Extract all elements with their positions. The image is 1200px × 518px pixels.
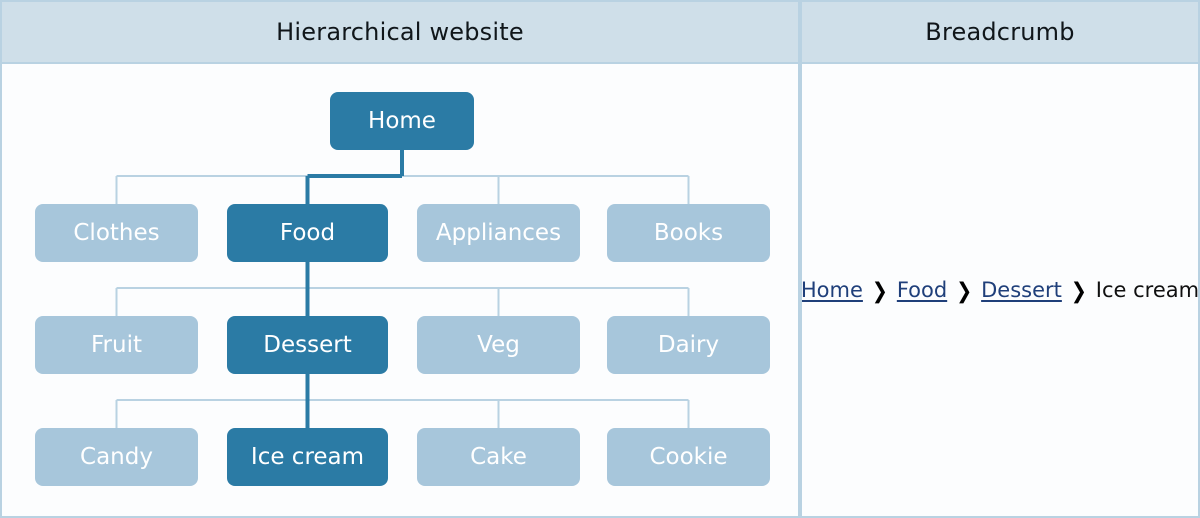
tree-node-dessert[interactable]: Dessert	[227, 316, 388, 374]
breadcrumb-separator-icon: ❯	[956, 278, 973, 304]
tree-node-label: Food	[279, 219, 336, 246]
tree-node-label: Ice cream	[250, 443, 365, 470]
breadcrumb-separator-icon: ❯	[1070, 278, 1087, 304]
tree-node-label: Cake	[470, 443, 527, 470]
tree-node-food[interactable]: Food	[227, 204, 388, 262]
tree-node-label: Dessert	[263, 331, 352, 358]
breadcrumb-panel: Breadcrumb Home ❯ Food ❯ Dessert ❯ Ice cream	[800, 0, 1200, 518]
tree-node-clothes[interactable]: Clothes	[35, 204, 198, 262]
tree-node-label: Books	[653, 219, 724, 246]
tree-node-label: Veg	[477, 331, 520, 358]
breadcrumb-item-food[interactable]: Food	[896, 278, 948, 302]
breadcrumb-item-ice-cream: Ice cream	[1095, 278, 1198, 302]
breadcrumb-item-home[interactable]: Home	[802, 278, 863, 302]
breadcrumb-item-dessert[interactable]: Dessert	[981, 278, 1062, 302]
tree-node-ice-cream[interactable]: Ice cream	[227, 428, 388, 486]
tree-node-candy[interactable]: Candy	[35, 428, 198, 486]
tree-node-books[interactable]: Books	[607, 204, 770, 262]
tree-node-fruit[interactable]: Fruit	[35, 316, 198, 374]
breadcrumb-header: Breadcrumb	[802, 2, 1198, 64]
tree-node-cake[interactable]: Cake	[417, 428, 580, 486]
tree-node-label: Cookie	[649, 443, 728, 470]
tree-node-dairy[interactable]: Dairy	[607, 316, 770, 374]
tree-node-home[interactable]: Home	[330, 92, 474, 150]
tree-node-label: Appliances	[435, 219, 562, 246]
tree-node-cookie[interactable]: Cookie	[607, 428, 770, 486]
breadcrumb-separator-icon: ❯	[871, 278, 888, 304]
tree-node-label: Home	[368, 107, 436, 134]
tree-node-appliances[interactable]: Appliances	[417, 204, 580, 262]
tree-node-label: Fruit	[91, 331, 142, 358]
tree-node-label: Candy	[80, 443, 153, 470]
breadcrumb: Home ❯ Food ❯ Dessert ❯ Ice cream	[802, 278, 1198, 304]
hierarchical-website-header: Hierarchical website	[2, 2, 798, 64]
tree-node-label: Dairy	[657, 331, 720, 358]
breadcrumb-panel-body: Home ❯ Food ❯ Dessert ❯ Ice cream	[802, 64, 1198, 516]
tree-node-label: Clothes	[73, 219, 160, 246]
tree-node-veg[interactable]: Veg	[417, 316, 580, 374]
breadcrumb-container: Home ❯ Food ❯ Dessert ❯ Ice cream	[802, 64, 1198, 516]
